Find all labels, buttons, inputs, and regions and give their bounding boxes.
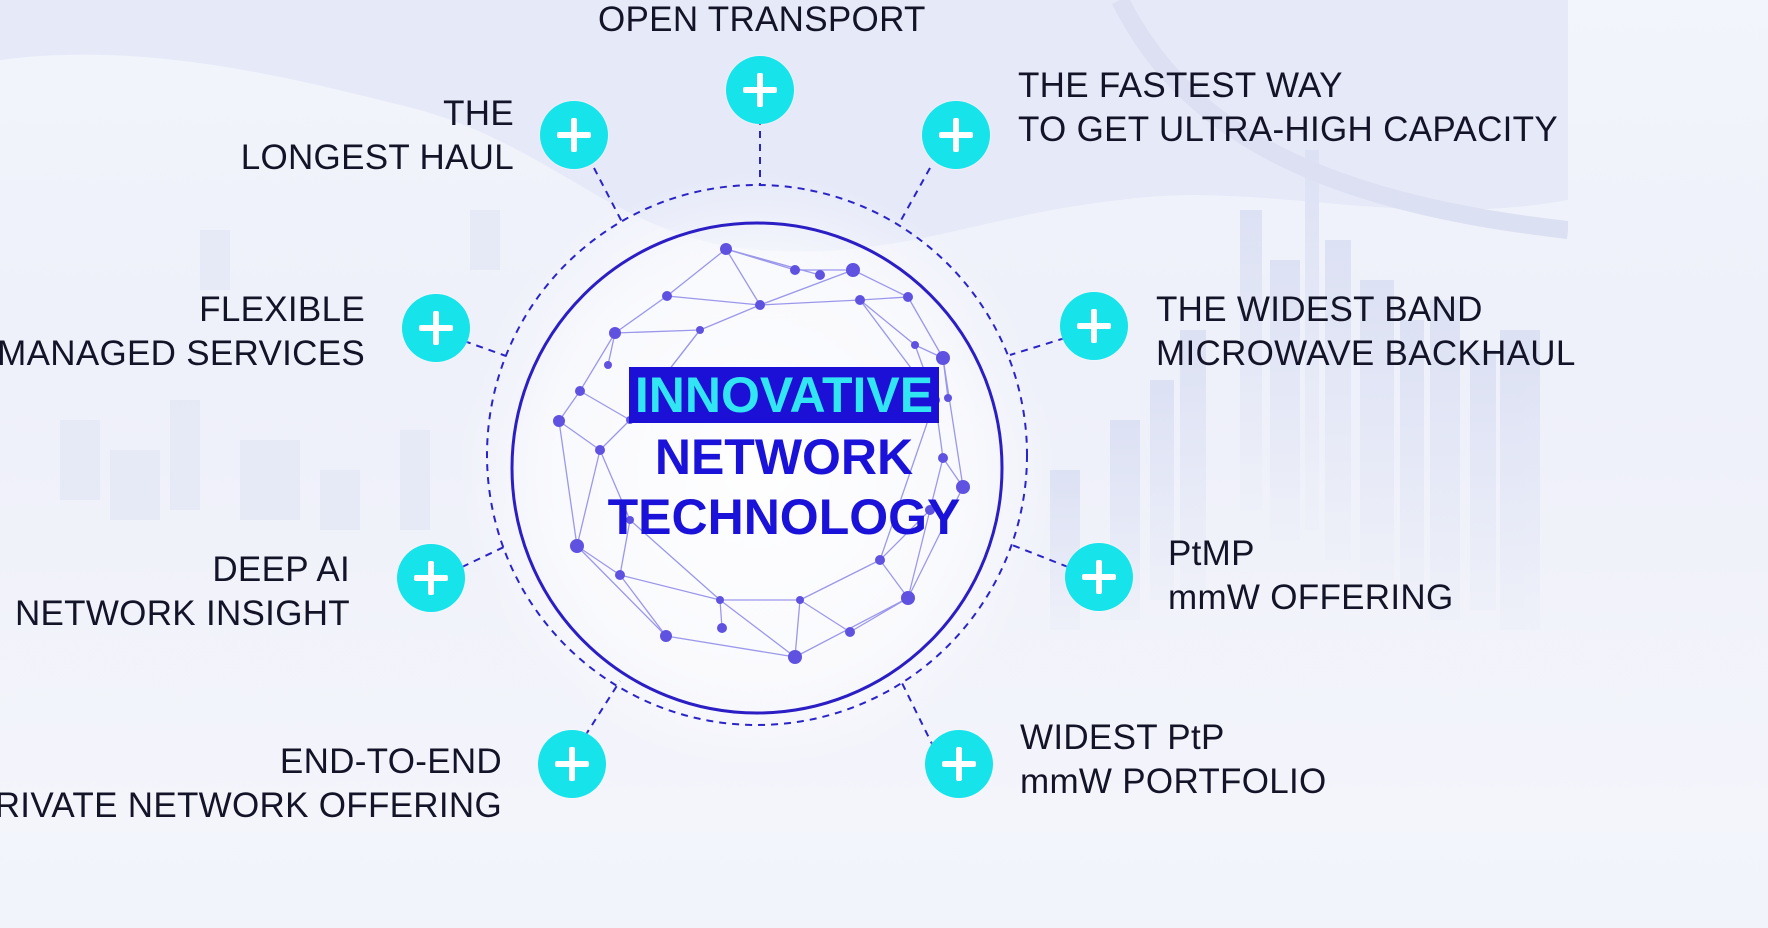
- open-transport-plus-button[interactable]: [726, 56, 794, 124]
- longest-haul-plus-button[interactable]: [540, 101, 608, 169]
- label-line: THE WIDEST BAND: [1156, 290, 1483, 329]
- label-end-to-end: END-TO-END PRIVATE NETWORK OFFERING: [0, 740, 502, 828]
- ptmp-plus-button[interactable]: [1065, 543, 1133, 611]
- label-line: mmW OFFERING: [1168, 578, 1454, 617]
- label-line: END-TO-END: [279, 742, 502, 781]
- widest-band-plus-button[interactable]: [1060, 292, 1128, 360]
- label-line: MICROWAVE BACKHAUL: [1156, 334, 1576, 373]
- label-line: PRIVATE NETWORK OFFERING: [0, 786, 502, 825]
- label-line: THE FASTEST WAY: [1018, 66, 1343, 105]
- deep-ai-plus-button[interactable]: [397, 544, 465, 612]
- widest-ptp-plus-button[interactable]: [925, 730, 993, 798]
- label-line: THE: [443, 94, 514, 133]
- dashed-connector-ring: [461, 118, 1069, 749]
- title-highlight-line: INNOVATIVE: [628, 367, 940, 423]
- label-line: TO GET ULTRA-HIGH CAPACITY: [1018, 110, 1558, 149]
- label-longest-haul: THE LONGEST HAUL: [241, 92, 514, 180]
- label-widest-ptp: WIDEST PtP mmW PORTFOLIO: [1020, 716, 1327, 804]
- title-line-technology: TECHNOLOGY: [607, 489, 961, 545]
- label-line: FLEXIBLE: [199, 290, 365, 329]
- label-deep-ai: DEEP AI NETWORK INSIGHT: [15, 548, 350, 636]
- center-title: INNOVATIVE: [0, 367, 1568, 423]
- core-circle: [510, 221, 1004, 715]
- label-open-transport: OPEN TRANSPORT: [598, 0, 928, 42]
- label-ptmp: PtMP mmW OFFERING: [1168, 532, 1454, 620]
- label-line: OPEN TRANSPORT: [598, 0, 926, 39]
- center-title-line3: TECHNOLOGY: [0, 490, 1568, 544]
- diagram-graphics: [0, 0, 1568, 769]
- flexible-plus-button[interactable]: [402, 294, 470, 362]
- label-line: WIDEST PtP: [1020, 718, 1225, 757]
- label-line: PtMP: [1168, 534, 1255, 573]
- title-line-network: NETWORK: [654, 429, 914, 485]
- label-line: DEEP AI: [212, 550, 350, 589]
- end-to-end-plus-button[interactable]: [538, 730, 606, 798]
- label-fastest-way: THE FASTEST WAY TO GET ULTRA-HIGH CAPACI…: [1018, 64, 1558, 152]
- label-flexible: FLEXIBLE MANAGED SERVICES: [0, 288, 365, 376]
- label-line: NETWORK INSIGHT: [14, 594, 350, 633]
- label-widest-band: THE WIDEST BAND MICROWAVE BACKHAUL: [1156, 288, 1576, 376]
- label-line: LONGEST HAUL: [240, 138, 514, 177]
- city-background: [0, 0, 1568, 630]
- label-line: mmW PORTFOLIO: [1020, 762, 1327, 801]
- fastest-way-plus-button[interactable]: [922, 101, 990, 169]
- label-line: MANAGED SERVICES: [0, 334, 365, 373]
- center-title-line2: NETWORK: [0, 430, 1568, 484]
